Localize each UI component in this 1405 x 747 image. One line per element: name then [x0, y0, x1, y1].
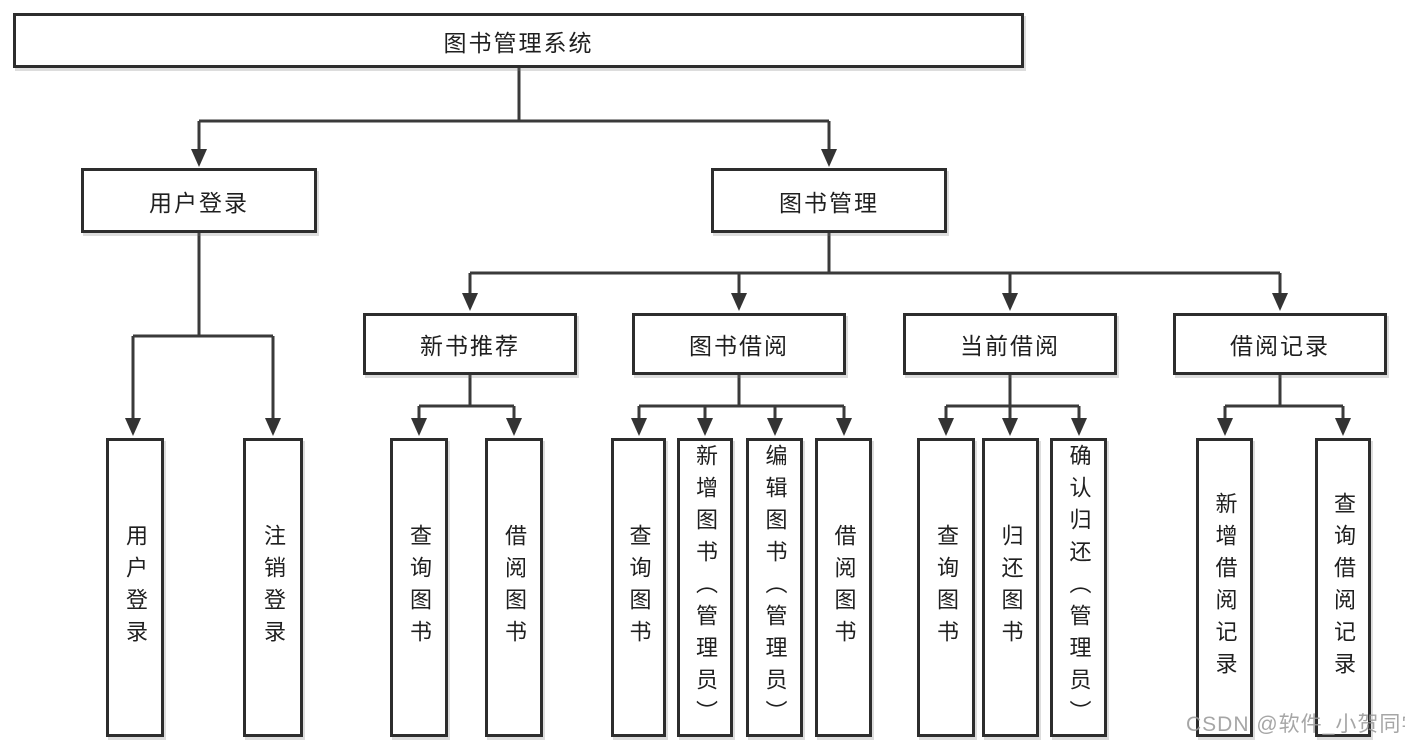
node-label: 注销登录	[261, 523, 286, 652]
node-label: 当前借阅	[960, 333, 1060, 359]
node-leaf-query-borrow-record: 查询借阅记录	[1315, 438, 1371, 737]
node-label: 借阅记录	[1230, 333, 1330, 359]
node-label: 查询图书	[626, 523, 652, 652]
node-book-management: 图书管理	[711, 168, 947, 233]
node-leaf-confirm-return-admin: 确认归还（管理员）	[1050, 438, 1107, 737]
node-label: 图书管理	[779, 189, 879, 216]
arrow-down-icon	[1002, 293, 1018, 311]
node-label: 图书借阅	[689, 333, 789, 359]
connector-book-borrow-children	[637, 375, 846, 421]
node-book-borrow: 图书借阅	[632, 313, 846, 375]
node-user-login: 用户登录	[81, 168, 317, 233]
node-label: 编辑图书（管理员）	[762, 443, 788, 732]
arrow-down-icon	[125, 418, 141, 436]
node-label: 查询图书	[407, 523, 432, 652]
node-leaf-borrow-books-1: 借阅图书	[485, 438, 543, 737]
node-library-management-system: 图书管理系统	[13, 13, 1024, 68]
node-leaf-borrow-books-2: 借阅图书	[815, 438, 872, 737]
csdn-watermark: CSDN @软件_小贺同学	[1186, 713, 1405, 736]
arrow-down-icon	[821, 149, 837, 167]
node-label: 新增借阅记录	[1212, 491, 1238, 684]
node-new-book-recommend: 新书推荐	[363, 313, 577, 375]
arrow-down-icon	[731, 293, 747, 311]
node-leaf-add-books-admin: 新增图书（管理员）	[677, 438, 733, 737]
node-label: 新书推荐	[420, 333, 520, 359]
arrow-down-icon	[1272, 293, 1288, 311]
node-label: 借阅图书	[831, 523, 857, 652]
connector-borrow-record-children	[1223, 375, 1345, 421]
arrow-down-icon	[1002, 418, 1018, 436]
node-leaf-query-books-3: 查询图书	[917, 438, 975, 737]
node-label: 查询借阅记录	[1331, 491, 1356, 684]
arrow-down-icon	[1335, 418, 1351, 436]
connector-book-management-children	[468, 233, 1282, 296]
node-borrow-record: 借阅记录	[1173, 313, 1387, 375]
connector-root-to-level2	[197, 68, 831, 151]
connector-new-book-recommend-children	[417, 375, 516, 421]
arrow-down-icon	[836, 418, 852, 436]
arrow-down-icon	[191, 149, 207, 167]
arrowheads	[125, 149, 1351, 436]
arrow-down-icon	[697, 418, 713, 436]
connector-current-borrow-children	[944, 375, 1081, 421]
node-label: 用户登录	[149, 189, 249, 216]
node-label: 图书管理系统	[443, 29, 594, 56]
node-label: 归还图书	[998, 523, 1024, 652]
node-leaf-logout: 注销登录	[243, 438, 303, 737]
arrow-down-icon	[1217, 418, 1233, 436]
arrow-down-icon	[631, 418, 647, 436]
node-label: 确认归还（管理员）	[1066, 443, 1092, 732]
arrow-down-icon	[411, 418, 427, 436]
arrow-down-icon	[462, 293, 478, 311]
node-label: 用户登录	[123, 523, 148, 652]
node-label: 新增图书（管理员）	[693, 443, 718, 732]
node-leaf-user-login: 用户登录	[106, 438, 164, 737]
node-label: 借阅图书	[502, 523, 527, 652]
node-leaf-query-books-2: 查询图书	[611, 438, 666, 737]
arrow-down-icon	[767, 418, 783, 436]
node-label: 查询图书	[934, 523, 959, 652]
arrow-down-icon	[265, 418, 281, 436]
node-leaf-return-books: 归还图书	[982, 438, 1039, 737]
connector-user-login-children	[131, 233, 275, 421]
node-leaf-query-books-1: 查询图书	[390, 438, 448, 737]
arrow-down-icon	[1071, 418, 1087, 436]
arrow-down-icon	[938, 418, 954, 436]
arrow-down-icon	[506, 418, 522, 436]
node-current-borrow: 当前借阅	[903, 313, 1117, 375]
node-leaf-add-borrow-record: 新增借阅记录	[1196, 438, 1253, 737]
node-leaf-edit-books-admin: 编辑图书（管理员）	[746, 438, 803, 737]
